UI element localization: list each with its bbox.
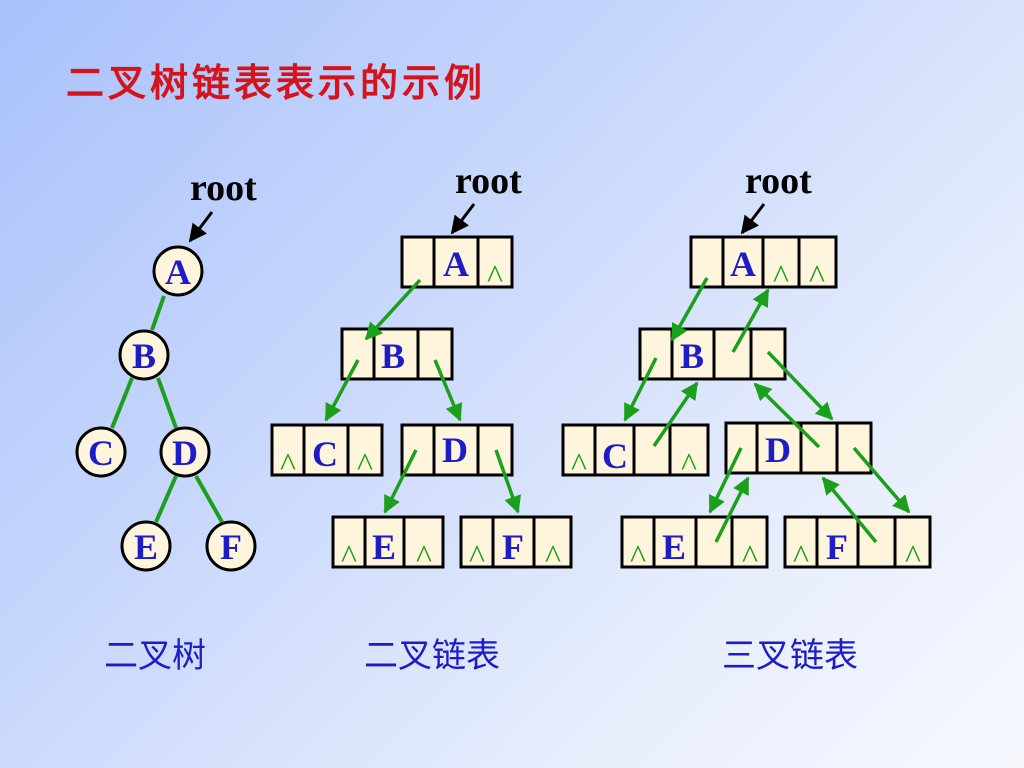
caption-ternary-linked-list: 三叉链表 xyxy=(722,636,858,676)
ternary-linked-list: root A ^ ^ B ^ xyxy=(561,160,932,576)
ternary-pointer-b-a-parent xyxy=(731,288,770,353)
ternary-list-root-arrow xyxy=(740,203,766,235)
tree-edge-a-b xyxy=(150,295,166,331)
ternary-pointer-b-d xyxy=(766,350,834,421)
binary-list-pointers xyxy=(324,278,521,514)
binary-node-f-label: F xyxy=(502,527,524,567)
tree-edge-b-d xyxy=(156,377,178,429)
tree-node-c-label: C xyxy=(88,433,114,473)
tree-node-d-label: D xyxy=(172,433,198,473)
ternary-pointer-c-b-parent xyxy=(652,381,699,447)
ternary-node-c-label: C xyxy=(602,436,628,476)
binary-node-e-label: E xyxy=(372,527,396,567)
binary-list-root-label: root xyxy=(455,160,522,202)
ternary-pointer-f-d-parent xyxy=(821,476,878,544)
tree-node-f-label: F xyxy=(220,527,242,567)
tree-node-e: E xyxy=(120,520,172,572)
binary-node-d: D xyxy=(400,423,514,477)
tree-root-label: root xyxy=(190,167,257,209)
binary-node-f-rchild-null: ^ xyxy=(545,539,561,576)
binary-pointer-a-b xyxy=(364,278,422,341)
binary-node-a-rchild-null: ^ xyxy=(487,259,503,296)
binary-pointer-b-d xyxy=(433,359,463,422)
ternary-pointer-d-f xyxy=(852,446,911,514)
ternary-node-e-label: E xyxy=(662,527,686,567)
ternary-node-b: B xyxy=(638,327,787,381)
ternary-node-a: A ^ ^ xyxy=(689,235,838,296)
ternary-list-pointers xyxy=(623,277,911,544)
tree-node-f: F xyxy=(205,520,257,572)
binary-tree: root A B C D E F xyxy=(75,167,257,572)
ternary-node-d-label: D xyxy=(765,430,791,470)
binary-node-e-rchild-null: ^ xyxy=(416,539,432,576)
tree-node-e-label: E xyxy=(134,527,158,567)
ternary-node-a-parent-null: ^ xyxy=(809,259,825,296)
tree-edge-d-f xyxy=(194,475,224,523)
ternary-pointer-e-d-parent xyxy=(714,476,750,543)
binary-pointer-b-c xyxy=(324,359,360,422)
binary-node-e: ^ E ^ xyxy=(331,515,445,576)
ternary-pointer-d-b-parent xyxy=(753,382,821,449)
binary-node-c-rchild-null: ^ xyxy=(357,447,373,484)
ternary-node-e-rchild-null: ^ xyxy=(742,539,758,576)
ternary-pointer-a-b xyxy=(670,277,709,342)
binary-node-a: A ^ xyxy=(400,235,514,296)
ternary-node-c-lchild-null: ^ xyxy=(571,447,587,484)
binary-node-c: ^ C ^ xyxy=(270,423,384,484)
ternary-node-a-rchild-null: ^ xyxy=(773,259,789,296)
tree-node-b-label: B xyxy=(132,336,156,376)
ternary-pointer-d-e xyxy=(708,447,743,514)
ternary-node-d: D xyxy=(724,421,873,475)
binary-node-a-label: A xyxy=(443,244,469,284)
binary-node-f-lchild-null: ^ xyxy=(469,539,485,576)
page-title: 二叉树链表表示的示例 xyxy=(66,60,487,105)
binary-node-c-lchild-null: ^ xyxy=(280,447,296,484)
ternary-pointer-b-c xyxy=(623,357,658,422)
ternary-node-f-label: F xyxy=(826,527,848,567)
binary-node-f: ^ F ^ xyxy=(459,515,573,576)
binary-linked-list: root A ^ B ^ C ^ xyxy=(270,160,573,576)
caption-binary-linked-list: 二叉链表 xyxy=(364,636,500,676)
tree-edge-d-e xyxy=(154,475,178,523)
tree-node-a-label: A xyxy=(165,252,191,292)
binary-list-root-arrow xyxy=(450,203,476,235)
tree-node-d: D xyxy=(159,426,211,478)
tree-edge-b-c xyxy=(110,377,134,429)
ternary-node-b-label: B xyxy=(680,336,704,376)
tree-node-a: A xyxy=(152,245,204,297)
binary-pointer-d-f xyxy=(494,449,521,514)
caption-binary-tree: 二叉树 xyxy=(104,636,206,676)
ternary-list-root-label: root xyxy=(745,160,812,202)
tree-node-b: B xyxy=(118,329,170,381)
binary-node-b: B xyxy=(340,327,454,381)
binary-node-b-label: B xyxy=(381,336,405,376)
ternary-node-c-rchild-null: ^ xyxy=(681,447,697,484)
ternary-node-c: ^ C ^ xyxy=(561,423,710,484)
binary-node-d-label: D xyxy=(442,430,468,470)
ternary-node-f-lchild-null: ^ xyxy=(793,539,809,576)
tree-node-c: C xyxy=(75,426,127,478)
ternary-node-e: ^ E ^ xyxy=(620,515,769,576)
tree-edges xyxy=(110,295,224,523)
ternary-node-a-label: A xyxy=(730,244,756,284)
ternary-node-f: ^ F ^ xyxy=(783,515,932,576)
ternary-node-f-rchild-null: ^ xyxy=(905,539,921,576)
binary-node-e-lchild-null: ^ xyxy=(341,539,357,576)
ternary-node-e-lchild-null: ^ xyxy=(630,539,646,576)
binary-node-c-label: C xyxy=(312,434,338,474)
binary-pointer-d-e xyxy=(383,449,418,514)
tree-root-arrow xyxy=(188,211,214,243)
